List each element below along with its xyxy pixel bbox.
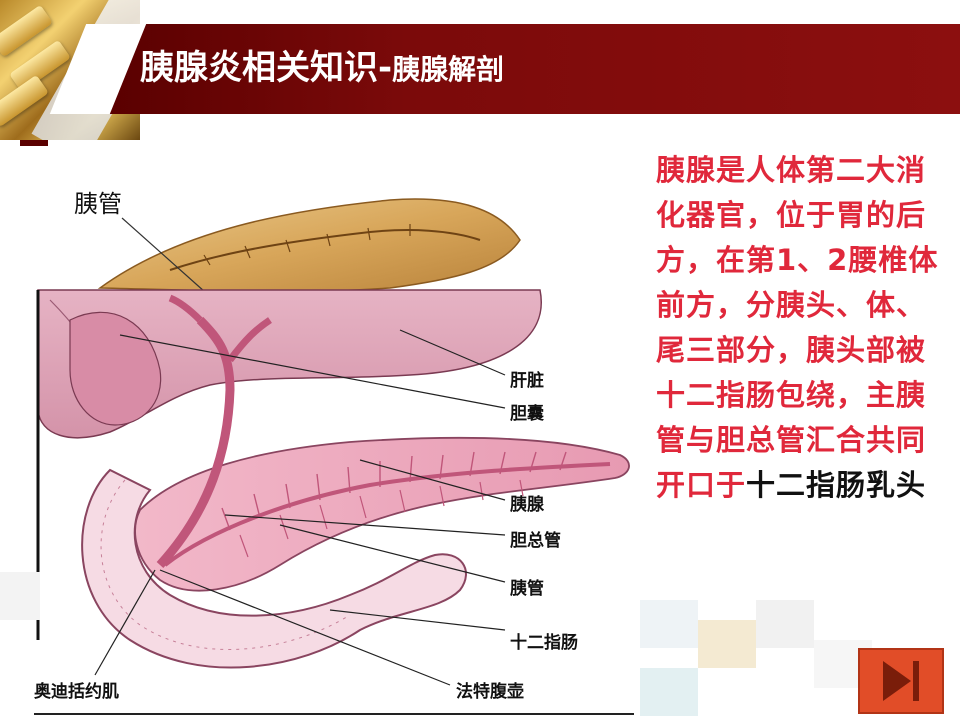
header-band (49, 24, 960, 114)
decor-tile (640, 668, 698, 716)
label-common-bile-duct: 胆总管 (510, 531, 561, 551)
pancreas-description: 胰腺是人体第二大消化器官，位于胃的后方，在第1、2腰椎体前方，分胰头、体、尾三部… (656, 148, 946, 508)
next-slide-button[interactable] (858, 648, 944, 714)
decor-tile (0, 572, 40, 620)
pancreas-anatomy-diagram: 肝脏 胆囊 胰腺 胆总管 胰管 十二指肠 奥迪括约肌 法特腹壶 (30, 170, 640, 720)
diagram-baseline (34, 713, 634, 715)
header-accent (20, 140, 48, 146)
title-main: 胰腺炎相关知识- (140, 48, 393, 88)
title-sub: 胰腺解剖 (392, 53, 505, 86)
anatomy-illustration (36, 198, 630, 686)
decor-tile (698, 620, 756, 668)
label-duodenum: 十二指肠 (510, 633, 578, 653)
slide-title: 胰腺炎相关知识- 胰腺解剖 (140, 40, 504, 100)
label-ampulla: 法特腹壶 (456, 682, 524, 702)
label-gallbladder: 胆囊 (510, 404, 544, 424)
decor-tile (756, 600, 814, 648)
label-pancreatic-duct: 胰管 (510, 579, 544, 599)
decor-tile (640, 600, 698, 648)
pancreatic-duct-top-label: 胰管 (74, 190, 122, 218)
description-red-text: 胰腺是人体第二大消化器官，位于胃的后方，在第1、2腰椎体前方，分胰头、体、尾三部… (656, 153, 939, 502)
label-sphincter-of-oddi: 奥迪括约肌 (34, 682, 119, 702)
description-black-text: 十二指肠乳头 (746, 468, 927, 502)
label-liver: 肝脏 (510, 371, 544, 391)
next-slide-icon (883, 661, 919, 701)
label-pancreas: 胰腺 (510, 495, 544, 515)
